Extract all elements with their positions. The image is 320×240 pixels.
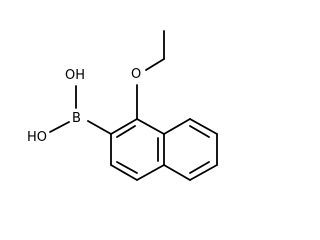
atom-hydroxyl-bottom-label: HO — [27, 130, 47, 145]
bond-c2-boron — [87, 120, 112, 135]
chemical-structure-diagram: O B OH HO — [27, 30, 218, 181]
bond-c8a-c8 — [163, 118, 191, 135]
bond-double-inner-c1-c2 — [116, 125, 136, 138]
atom-oxygen-ether-label: O — [131, 67, 141, 82]
bond-c4-c4a — [136, 164, 165, 181]
atom-hydroxyl-top-label: OH — [65, 68, 85, 83]
bond-c5-c4a — [163, 164, 191, 181]
bond-oxygen-ch2 — [145, 58, 165, 71]
bond-c1-c2 — [110, 118, 138, 135]
atom-boron-label: B — [72, 111, 81, 126]
bond-c8a-c1 — [136, 118, 165, 135]
bond-c8-c7 — [189, 118, 218, 135]
bond-double-inner-c8-c7 — [189, 125, 210, 138]
bond-c3-c4 — [110, 164, 138, 181]
bond-double-inner-c6-c5 — [189, 161, 210, 174]
bond-c6-c5 — [189, 164, 218, 181]
bond-boron-oh-bottom — [49, 121, 70, 133]
bond-double-inner-c3-c4 — [116, 161, 138, 174]
